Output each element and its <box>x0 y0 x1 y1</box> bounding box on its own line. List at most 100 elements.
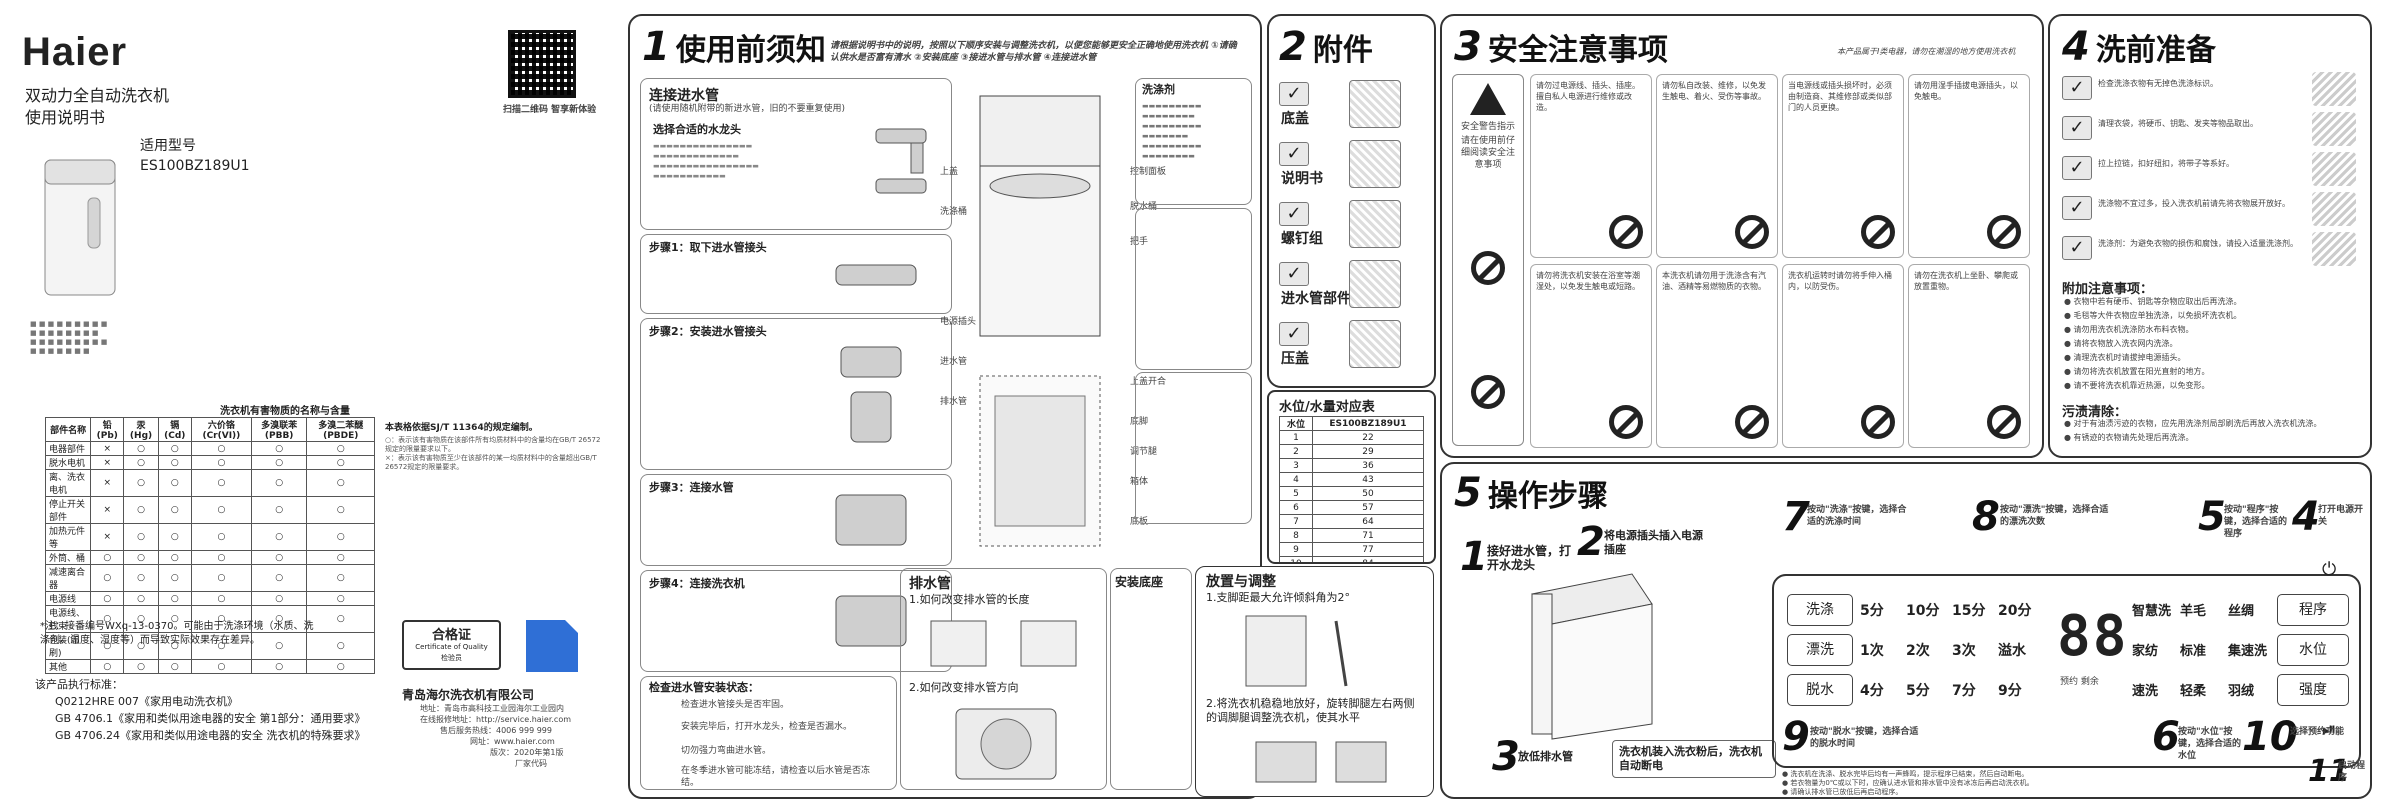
hazard-cell: ○ <box>123 550 159 565</box>
prohibit-icon <box>1609 405 1643 439</box>
hazard-cell: × <box>90 455 125 470</box>
hazard-cell: ○ <box>250 455 308 470</box>
step1-box: 步骤1：取下进水管接头 <box>640 234 952 314</box>
qr-code <box>508 30 576 98</box>
cover-section: Haier 双动力全自动洗衣机 使用说明书 扫描二维码 智享新体验 适用型号 E… <box>0 0 620 808</box>
program-option: 羊毛 <box>2180 604 2207 619</box>
hazard-cell: ○ <box>90 605 125 633</box>
prohibit-icon <box>1471 251 1505 285</box>
hazard-cell: × <box>90 469 125 497</box>
base-title: 安装底座 <box>1115 575 1164 589</box>
washer-parts-diagram <box>979 95 1101 547</box>
operation-note: ● 洗衣机在洗涤、脱水完毕后均有一声蜂鸣，提示程序已结束，然后自动断电。 <box>1782 770 2029 778</box>
hazard-cell: ○ <box>190 591 252 606</box>
water-amount: 64 <box>1311 514 1425 529</box>
hazard-cell: ○ <box>123 564 159 592</box>
power-icon[interactable]: ⏻ <box>2322 559 2337 580</box>
safety-text: 请勿私自改装、维修，以免发生触电、着火、受伤等事故。 <box>1662 81 1766 101</box>
inlet-check-title: 检查进水管安装状态： <box>649 681 759 694</box>
prohibit-icon <box>1735 405 1769 439</box>
tap-instructions: ▬▬▬▬▬▬▬▬▬▬▬▬▬▬▬▬▬▬▬▬▬▬▬▬▬▬▬▬▬▬▬▬▬▬▬▬▬▬▬▬… <box>653 142 759 180</box>
safety-item: 洗衣机运转时请勿将手伸入桶内，以防受伤。 <box>1782 264 1904 448</box>
panel-intro: 请根据说明书中的说明，按照以下顺序安装与调整洗衣机，以便您能够更安全正确地使用洗… <box>830 41 1237 63</box>
water-amount: 22 <box>1311 430 1425 445</box>
connect-inlet-box: 连接进水管 (请使用随机附带的新进水管，旧的不要重复使用) 选择合适的水龙头 ▬… <box>640 78 952 230</box>
water-amount: 29 <box>1311 444 1425 459</box>
hazard-cell: ○ <box>306 523 375 551</box>
op-step5-num: 5 <box>2198 494 2226 540</box>
op-step11-num: 11 <box>2308 754 2350 789</box>
spin-button[interactable]: 脱水 <box>1787 674 1853 706</box>
check-icon: ✓ <box>1279 142 1309 166</box>
accessory-picture <box>1349 200 1401 248</box>
part-label-lid: 上盖 <box>940 167 959 177</box>
check-icon: ✓ <box>2062 116 2092 140</box>
operation-washer <box>1531 573 1653 740</box>
time-option: 5分 <box>1860 603 1884 619</box>
hazard-row: 电器部件×○○○○○ <box>44 441 375 456</box>
program-option: 标准 <box>2180 644 2207 659</box>
water-level-button[interactable]: 水位 <box>2277 634 2349 666</box>
attention-item: ● 请将衣物放入洗衣网内洗涤。 <box>2064 339 2178 348</box>
prohibit-icon <box>1471 375 1505 409</box>
brand-logo: Haier <box>22 30 128 74</box>
accessory-item: ✓ 说明书 <box>1279 138 1424 190</box>
op-step3-note: 洗衣机装入洗衣粉后，洗衣机自动断电 <box>1612 740 1776 778</box>
hazard-cell: ○ <box>306 469 375 497</box>
start-pause-icon[interactable]: ⏯ <box>2322 719 2337 740</box>
op-step10-num: 10 <box>2242 714 2298 760</box>
panel-number: 5 <box>1454 470 1482 516</box>
op-step1-num: 1 <box>1460 534 1488 580</box>
check-icon: ✓ <box>2062 196 2092 220</box>
operation-note: ● 请确认排水管已放低后再启动程序。 <box>1782 788 1903 796</box>
accessory-label: 说明书 <box>1281 171 1323 187</box>
program-button[interactable]: 程序 <box>2277 594 2349 626</box>
check-icon: ✓ <box>1279 202 1309 226</box>
check-icon: ✓ <box>1279 82 1309 106</box>
safety-subtitle: 本产品属于Ⅰ类电器，请勿在潮湿的地方使用洗衣机 <box>1837 47 2016 56</box>
footnote: *注：接番编号WXq-13-0370。可能由于洗涤环境（水质、洗涤剂、温度、湿度… <box>40 621 314 646</box>
hazard-cell: ○ <box>190 659 252 674</box>
hazard-cell: ○ <box>90 591 125 606</box>
choose-tap: 选择合适的水龙头 <box>653 123 741 136</box>
part-label-leg: 调节腿 <box>1130 447 1158 457</box>
company-name: 青岛海尔洗衣机有限公司 <box>402 688 535 702</box>
prep-item: 清理衣袋，将硬币、钥匙、发夹等物品取出。 <box>2098 119 2258 128</box>
hazard-cell: ○ <box>123 659 159 674</box>
accessory-item: ✓螺钉组 <box>1279 198 1424 250</box>
doc-type: 使用说明书 <box>25 108 106 127</box>
hazard-cell: ○ <box>123 632 159 660</box>
op-step7-num: 7 <box>1782 494 1810 540</box>
company-address: 地址：青岛市高科技工业园海尔工业园内 <box>420 704 564 713</box>
accessory-picture <box>1349 320 1401 368</box>
water-col-model: ES100BZ189U1 <box>1311 416 1425 431</box>
part-label-plug: 电源插头 <box>940 317 977 327</box>
prohibit-icon <box>1987 215 2021 249</box>
prep-picture <box>2312 232 2356 266</box>
hazard-cell: ○ <box>190 550 252 565</box>
water-amount: 43 <box>1311 472 1425 487</box>
prep-item: 检查洗涤衣物有无掉色洗涤标识。 <box>2098 79 2218 88</box>
hazard-cell: ○ <box>306 455 375 470</box>
strength-button[interactable]: 强度 <box>2277 674 2349 706</box>
hazard-cell: ○ <box>157 564 192 592</box>
op-step4-text: 打开电源开关 <box>2318 505 2364 527</box>
water-level: 2 <box>1279 444 1313 459</box>
program-option: 丝绸 <box>2228 604 2255 619</box>
hazard-row: 脱水电机×○○○○○ <box>44 455 375 470</box>
warning-column: 安全警告指示 请在使用前仔细阅读安全注意事项 <box>1452 74 1524 446</box>
step2-title: 步骤2：安装进水管接头 <box>649 325 767 338</box>
inlet-check-2: 安装完毕后，打开水龙头，检查是否漏水。 <box>681 722 853 732</box>
hazard-cell: ○ <box>250 564 308 592</box>
rinse-button[interactable]: 漂洗 <box>1787 634 1853 666</box>
detergent-box: 洗涤剂 ▬▬▬▬▬▬▬▬▬▬▬▬▬▬▬▬▬▬▬▬▬▬▬▬▬▬▬▬▬▬▬▬▬▬▬▬… <box>1135 78 1252 205</box>
level-step-2: 2.将洗衣机稳稳地放好，旋转脚腿左右两侧的调脚腿调整洗衣机，使其水平 <box>1206 697 1415 724</box>
hazard-cell: × <box>90 523 125 551</box>
wash-button[interactable]: 洗涤 <box>1787 594 1853 626</box>
hazard-row: 加热元件等×○○○○○ <box>44 523 375 551</box>
